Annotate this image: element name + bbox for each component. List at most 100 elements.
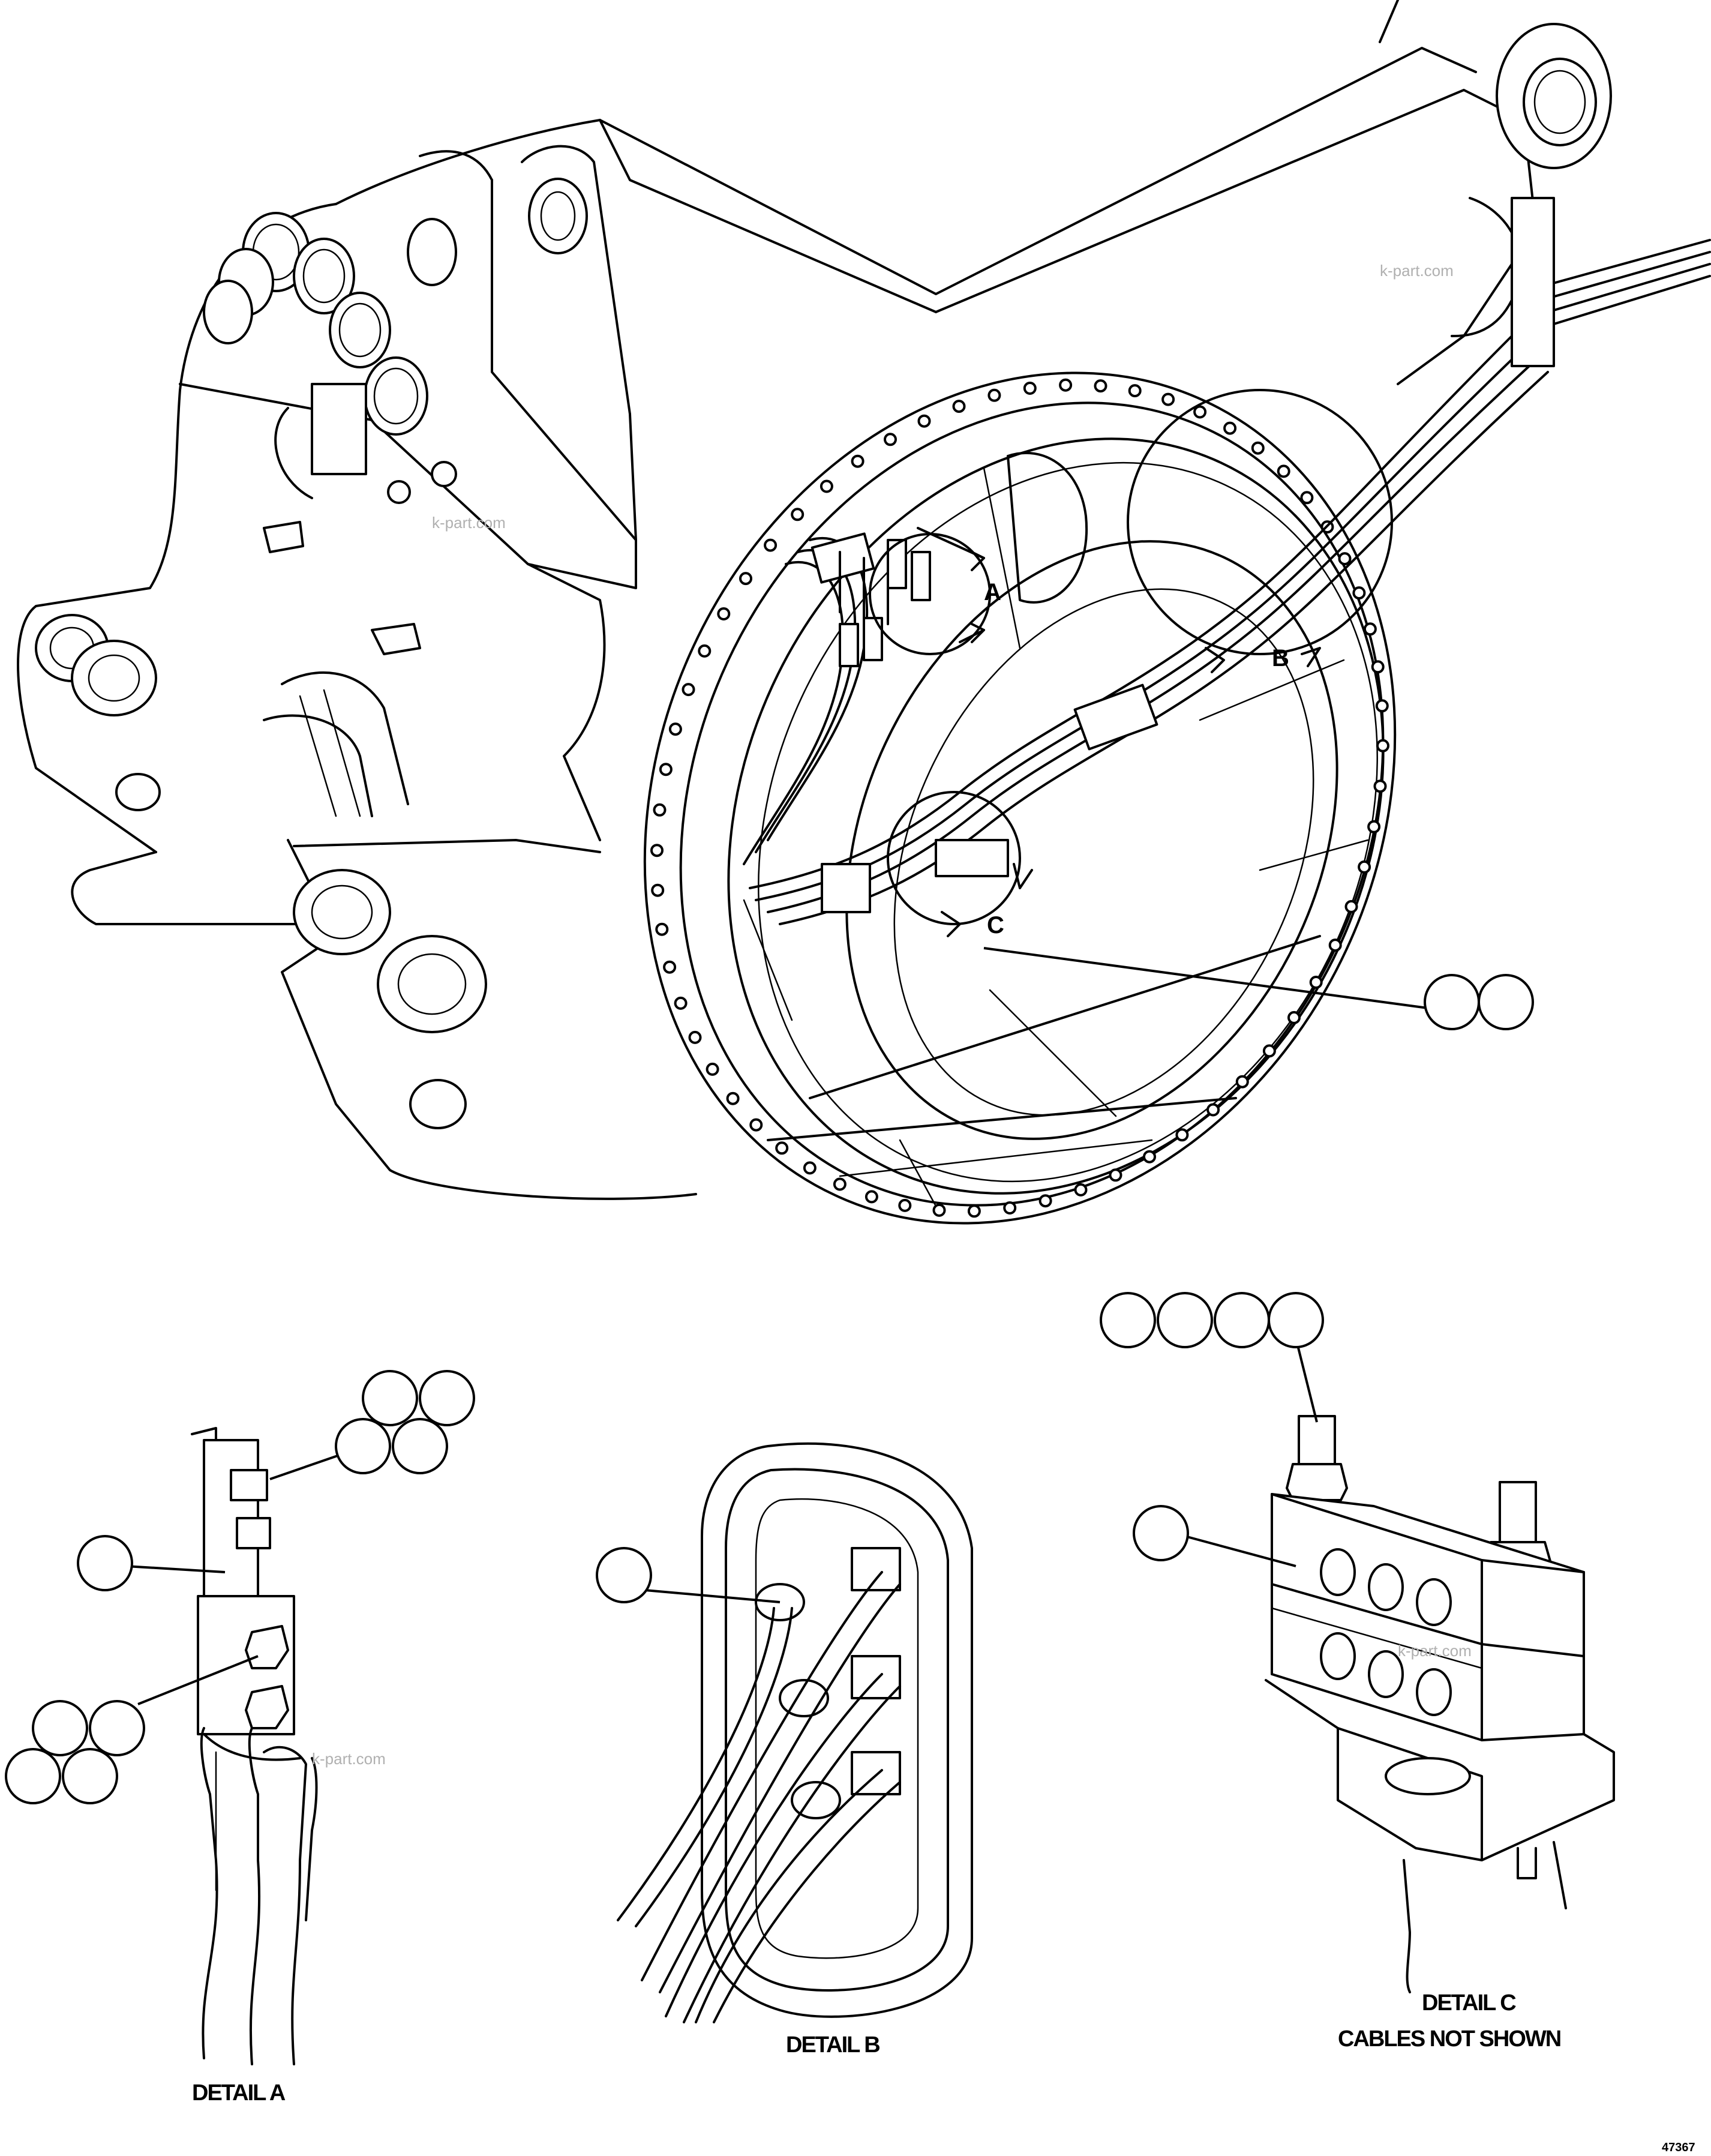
ring-bolt-hole bbox=[739, 572, 752, 586]
ring-bolt-hole bbox=[1309, 976, 1323, 989]
ring-bolt-hole bbox=[967, 1204, 981, 1218]
detail-a-caption: DETAIL A bbox=[192, 2080, 286, 2106]
item-balloon bbox=[1100, 1292, 1156, 1348]
ring-bolt-hole bbox=[884, 433, 897, 446]
ring-bolt-hole bbox=[1373, 779, 1387, 793]
ring-bolt-hole bbox=[668, 722, 682, 736]
ring-bolt-hole bbox=[1059, 378, 1073, 392]
ring-bolt-hole bbox=[706, 1062, 719, 1076]
work-light-cluster bbox=[203, 212, 457, 504]
ring-bolt-hole bbox=[1128, 384, 1142, 398]
leader-line-main bbox=[983, 947, 1428, 1009]
ring-bolt-hole bbox=[653, 803, 667, 817]
ring-bolt-hole bbox=[803, 1161, 817, 1175]
ring-bolt-hole bbox=[833, 1177, 847, 1191]
detail-b: DETAIL B bbox=[596, 1442, 973, 2058]
ring-bolt-hole bbox=[663, 960, 677, 974]
ring-bolt-hole bbox=[864, 1190, 878, 1204]
item-balloon bbox=[1424, 974, 1480, 1030]
pivot-bore-lower bbox=[293, 869, 487, 1033]
callout-c-label: C bbox=[987, 912, 1004, 938]
ring-bolt-hole bbox=[1235, 1075, 1249, 1089]
ring-bolt-hole bbox=[791, 508, 805, 521]
ring-bolt-hole bbox=[726, 1092, 740, 1105]
detail-c-indicator: C bbox=[887, 791, 1033, 938]
ring-bolt-hole bbox=[655, 922, 669, 936]
ring-bolt-hole bbox=[1358, 860, 1371, 874]
item-balloon bbox=[335, 1418, 391, 1474]
ring-bolt-hole bbox=[717, 607, 731, 620]
ring-bolt-hole bbox=[820, 479, 833, 493]
ring-bolt-hole bbox=[1003, 1201, 1017, 1215]
watermark: k-part.com bbox=[432, 514, 506, 532]
figure-number: 47367 bbox=[1662, 2141, 1695, 2154]
ring-bolt-hole bbox=[1262, 1044, 1276, 1058]
ring-bolt-hole bbox=[1109, 1168, 1122, 1182]
item-balloon bbox=[62, 1748, 118, 1804]
item-balloon bbox=[1268, 1292, 1324, 1348]
ring-bolt-hole bbox=[764, 538, 778, 552]
ring-bolt-hole bbox=[1376, 739, 1389, 752]
ring-bolt-hole bbox=[650, 844, 664, 857]
detail-a-indicator: A bbox=[869, 527, 1001, 655]
ring-bolt-hole bbox=[682, 683, 695, 697]
watermark: k-part.com bbox=[1398, 1642, 1472, 1660]
item-balloon bbox=[419, 1370, 475, 1426]
watermark: k-part.com bbox=[312, 1750, 386, 1768]
detail-c-caption: DETAIL C bbox=[1422, 1990, 1516, 2016]
ring-bolt-hole bbox=[1193, 405, 1207, 419]
detail-a: k-part.com DETAIL A bbox=[5, 1370, 475, 2106]
ring-bolt-hole bbox=[1161, 392, 1175, 406]
ring-bolt-hole bbox=[1223, 421, 1237, 435]
item-balloon bbox=[596, 1547, 652, 1603]
ring-bolt-hole bbox=[932, 1203, 946, 1217]
item-balloon bbox=[77, 1535, 133, 1591]
detail-b-indicator: B bbox=[1127, 389, 1393, 673]
ring-bolt-hole bbox=[1344, 899, 1358, 913]
ring-bolt-hole bbox=[698, 644, 712, 658]
ring-bolt-hole bbox=[1371, 660, 1385, 674]
ring-bolt-hole bbox=[917, 414, 931, 428]
item-balloon bbox=[392, 1418, 448, 1474]
ring-bolt-hole bbox=[987, 388, 1001, 402]
ring-bolt-hole bbox=[1375, 699, 1389, 713]
ring-bolt-hole bbox=[674, 996, 688, 1010]
item-balloon bbox=[89, 1700, 145, 1756]
item-balloon bbox=[362, 1370, 418, 1426]
item-balloon bbox=[1214, 1292, 1270, 1348]
ring-bolt-hole bbox=[1352, 586, 1366, 600]
detail-b-caption: DETAIL B bbox=[786, 2032, 879, 2058]
ring-bolt-hole bbox=[1363, 622, 1377, 636]
callout-b-label: B bbox=[1272, 645, 1289, 671]
ring-bolt-hole bbox=[1338, 552, 1352, 566]
item-balloon bbox=[1478, 974, 1534, 1030]
item-balloon bbox=[5, 1748, 61, 1804]
ring-bolt-hole bbox=[775, 1141, 789, 1155]
main-frame-assembly: A B C k-part.com k-part.com bbox=[17, 0, 1711, 1225]
ring-bolt-hole bbox=[749, 1118, 763, 1132]
ring-bolt-hole bbox=[659, 763, 673, 776]
ring-bolt-hole bbox=[1074, 1183, 1088, 1197]
ring-bolt-hole bbox=[1023, 382, 1037, 395]
ring-bolt-hole bbox=[1277, 464, 1290, 478]
ring-bolt-hole bbox=[898, 1198, 912, 1212]
detail-c: k-part.com DETAIL C CABLES NOT SHOWN bbox=[1100, 1292, 1615, 2052]
watermark: k-part.com bbox=[1380, 262, 1454, 280]
ring-bolt-holes bbox=[650, 378, 1389, 1218]
item-balloon bbox=[32, 1700, 88, 1756]
ring-bolt-hole bbox=[1206, 1103, 1220, 1117]
ring-bolt-hole bbox=[1143, 1150, 1156, 1164]
ring-bolt-hole bbox=[1287, 1010, 1301, 1024]
item-balloon bbox=[1133, 1505, 1189, 1561]
ring-bolt-hole bbox=[1367, 820, 1381, 833]
item-balloon bbox=[1157, 1292, 1213, 1348]
ring-bolt-hole bbox=[1251, 441, 1265, 455]
callout-a-label: A bbox=[984, 579, 1001, 605]
ring-bolt-hole bbox=[1038, 1194, 1052, 1208]
slew-ring bbox=[643, 371, 1397, 1225]
pivot-bore-mid bbox=[71, 640, 157, 716]
ring-bolt-hole bbox=[1328, 938, 1342, 952]
ring-bolt-hole bbox=[1300, 491, 1314, 505]
detail-c-note: CABLES NOT SHOWN bbox=[1338, 2026, 1560, 2052]
